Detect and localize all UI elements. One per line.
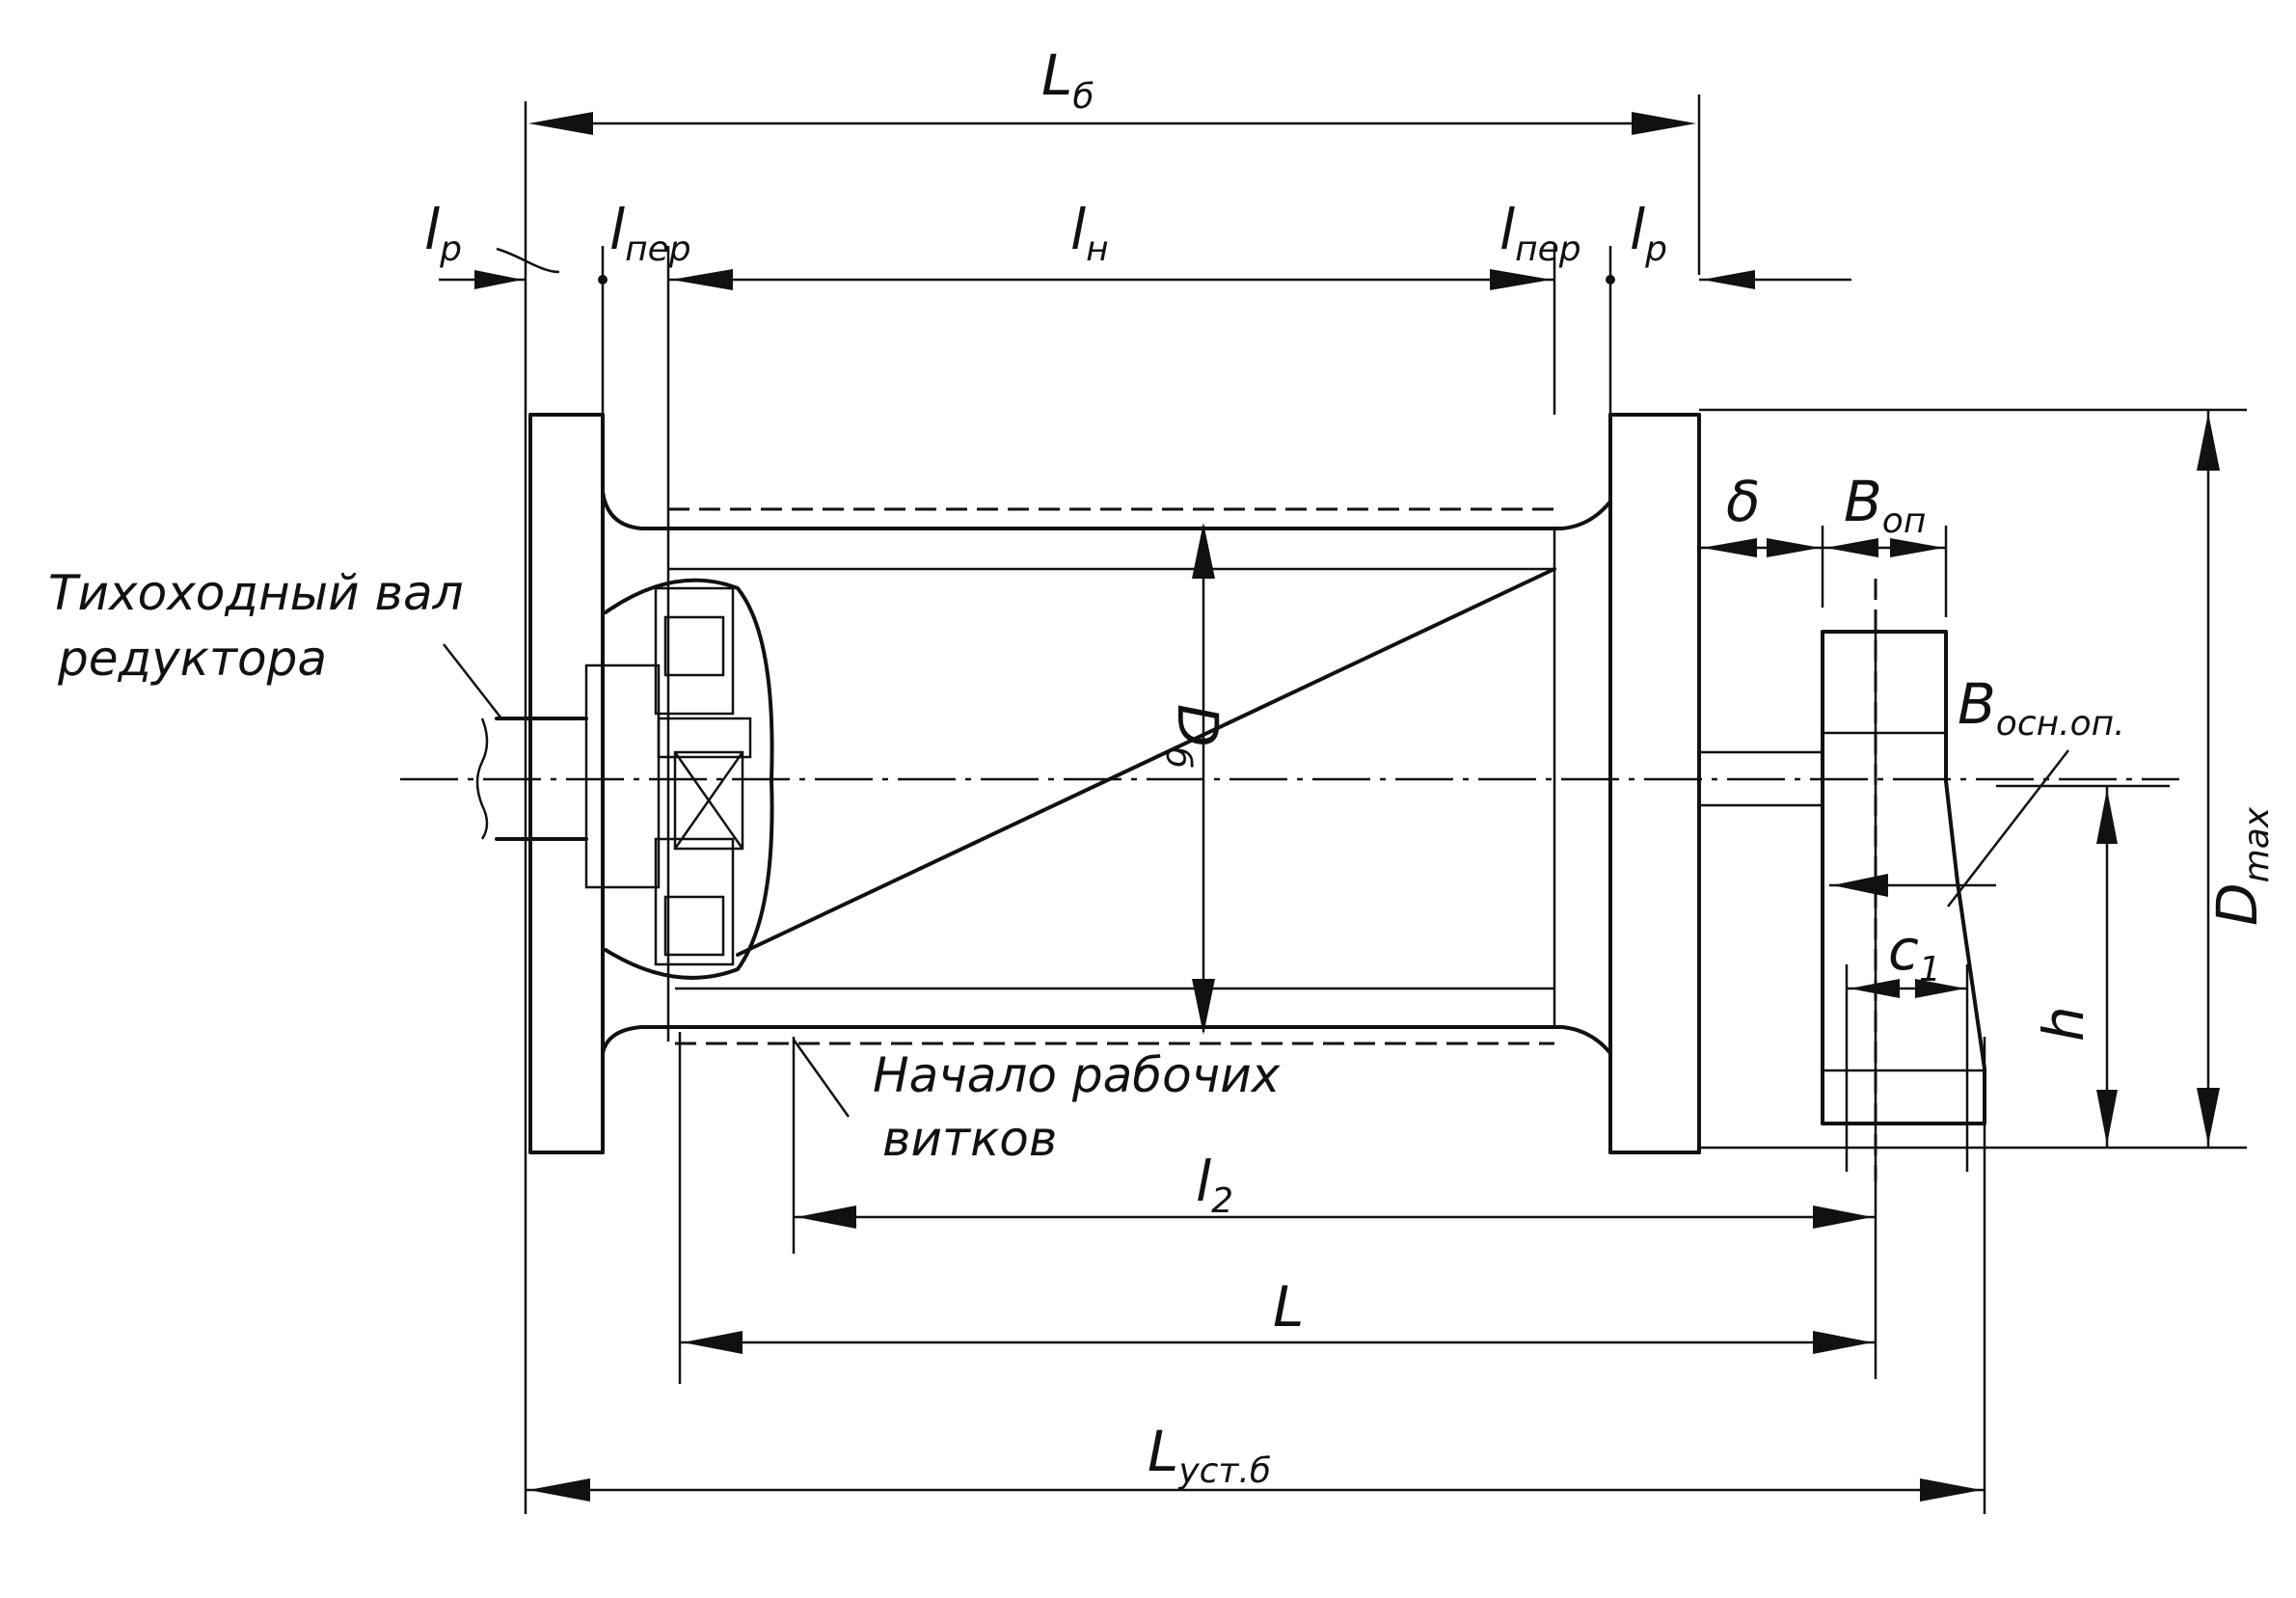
- dim-delta: [1699, 538, 1823, 557]
- label-h: h: [2031, 1006, 2096, 1042]
- extension-lines: [524, 95, 2247, 1514]
- dim-Dmax: [2197, 410, 2220, 1148]
- label-c1: c1: [1888, 917, 1941, 989]
- label-lp-right: lр: [1630, 197, 1667, 269]
- label-Bosn: Bосн.оп.: [1958, 671, 2125, 744]
- dim-lp-left: [439, 247, 560, 289]
- reducer-shaft: [443, 643, 588, 841]
- note-shaft-line1: Тихоходный вал: [48, 565, 464, 621]
- label-Bop: Bоп: [1844, 469, 1926, 541]
- label-Lb: Lб: [1041, 42, 1094, 117]
- note-shaft-line2: редуктора: [57, 631, 327, 687]
- label-l2: l2: [1196, 1149, 1233, 1221]
- label-lper-left: lпер: [609, 197, 691, 269]
- label-L: L: [1273, 1274, 1304, 1340]
- dim-c1: [1845, 964, 1969, 1172]
- label-Db: Dб: [1158, 704, 1230, 769]
- right-support: [1699, 579, 1986, 1181]
- gear-coupling: [584, 578, 774, 980]
- dim-Bop: [1821, 526, 1948, 617]
- label-Dmax: Dmax: [2204, 806, 2277, 926]
- label-ln: lн: [1070, 197, 1109, 269]
- drum-body: [528, 413, 1701, 1154]
- dim-L: [680, 1331, 1876, 1354]
- dim-Lust: [526, 1478, 1985, 1502]
- label-lper-right: lпер: [1499, 197, 1581, 269]
- label-delta: δ: [1726, 469, 1761, 534]
- dim-lp-right: [1699, 270, 1851, 289]
- dim-Bosn: [1829, 749, 2069, 907]
- label-lp-left: lр: [424, 197, 462, 269]
- start-leader: [792, 1039, 851, 1118]
- dim-Lb: [528, 112, 1696, 135]
- note-start-line2: витков: [882, 1111, 1057, 1167]
- dim-ln: [598, 269, 1615, 290]
- dim-l2: [794, 1205, 1876, 1229]
- label-Lust: Lуст.б: [1148, 1419, 1271, 1491]
- labels: Lб lр lпер lн lпер lр Dб δ Bоп Bосн.оп. …: [48, 42, 2277, 1491]
- note-start-line1: Начало рабочих: [873, 1047, 1281, 1103]
- dim-h: [1996, 784, 2170, 1148]
